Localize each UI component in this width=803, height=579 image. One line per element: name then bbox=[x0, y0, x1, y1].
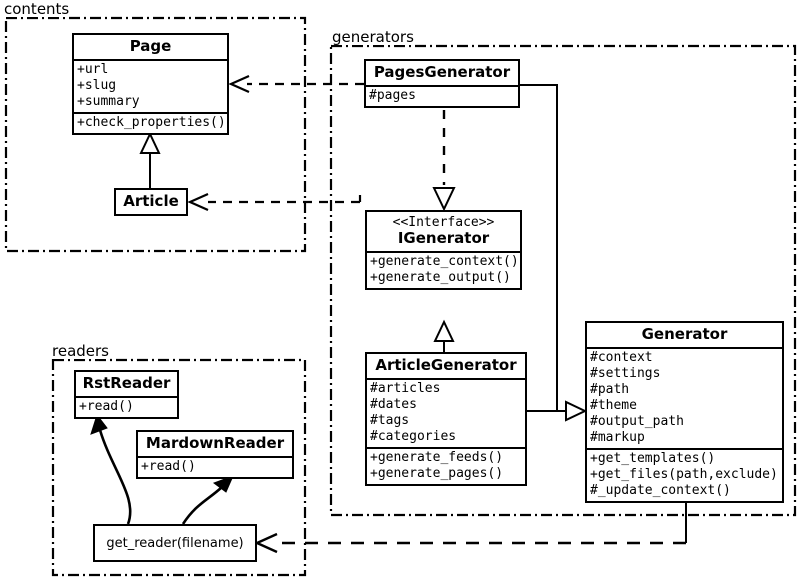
class-methods-rst-reader: +read() bbox=[76, 396, 177, 417]
class-method: +read() bbox=[79, 399, 134, 414]
class-attribute: #settings bbox=[590, 366, 661, 381]
relation-articlegenerator-inherits-generator bbox=[527, 400, 588, 422]
relation-generator-depends-getreader bbox=[254, 500, 687, 554]
package-label-contents: contents bbox=[4, 0, 70, 18]
relation-article-inherits-page bbox=[139, 131, 161, 189]
class-box-mardown-reader[interactable]: MardownReader +read() bbox=[136, 430, 294, 479]
class-attributes-pages-generator: #pages bbox=[366, 85, 518, 106]
class-stereotype-igenerator: <<Interface>> bbox=[392, 215, 495, 230]
class-box-rst-reader[interactable]: RstReader +read() bbox=[74, 370, 179, 419]
class-box-article-generator[interactable]: ArticleGenerator #articles #dates #tags … bbox=[365, 352, 527, 486]
class-attribute: +slug bbox=[77, 78, 117, 93]
class-attribute: #theme bbox=[590, 398, 637, 413]
package-label-readers: readers bbox=[52, 342, 109, 360]
class-attribute: +summary bbox=[77, 94, 140, 109]
class-name-mardown-reader: MardownReader bbox=[145, 434, 285, 452]
class-method: +get_templates() bbox=[590, 451, 716, 466]
class-name-rst-reader: RstReader bbox=[82, 374, 171, 392]
class-name-article-generator: ArticleGenerator bbox=[375, 356, 517, 374]
class-attribute: #categories bbox=[370, 429, 457, 444]
class-method: +read() bbox=[141, 459, 196, 474]
class-attributes-generator: #context #settings #path #theme #output_… bbox=[587, 347, 782, 448]
class-attribute: #tags bbox=[370, 413, 410, 428]
class-method: +generate_pages() bbox=[370, 466, 504, 481]
class-method: +generate_output() bbox=[370, 270, 511, 285]
relation-articlegenerator-inherits-igenerator bbox=[433, 319, 455, 352]
class-name-article: Article bbox=[123, 192, 179, 210]
class-attributes-article-generator: #articles #dates #tags #categories bbox=[367, 378, 525, 447]
class-box-generator[interactable]: Generator #context #settings #path #them… bbox=[585, 321, 784, 503]
relation-getreader-returns-mardownreader bbox=[181, 475, 234, 525]
class-attribute: #pages bbox=[369, 88, 416, 103]
class-name-igenerator: IGenerator bbox=[397, 229, 490, 247]
relation-pagesgenerator-depends-page bbox=[228, 74, 364, 94]
class-methods-article-generator: +generate_feeds() +generate_pages() bbox=[367, 447, 525, 484]
class-name-page: Page bbox=[129, 37, 172, 55]
class-methods-page: +check_properties() bbox=[74, 112, 227, 133]
class-attribute: #context bbox=[590, 350, 653, 365]
class-attribute: #path bbox=[590, 382, 630, 397]
class-method: +generate_feeds() bbox=[370, 450, 504, 465]
class-method: #_update_context() bbox=[590, 483, 731, 498]
class-attribute: #output_path bbox=[590, 414, 684, 429]
class-methods-igenerator: +generate_context() +generate_output() bbox=[367, 251, 520, 288]
package-label-generators: generators bbox=[332, 28, 414, 46]
class-methods-mardown-reader: +read() bbox=[138, 456, 292, 477]
class-box-igenerator[interactable]: <<Interface>> IGenerator +generate_conte… bbox=[365, 210, 522, 290]
class-name-generator: Generator bbox=[641, 325, 728, 343]
class-method: +generate_context() bbox=[370, 254, 519, 269]
class-method: +get_files(path,exclude) bbox=[590, 467, 778, 482]
class-attribute: #markup bbox=[590, 430, 645, 445]
relation-generators-depends-article bbox=[187, 192, 362, 212]
class-attribute: #articles bbox=[370, 381, 441, 396]
function-label-get-reader: get_reader(filename) bbox=[106, 535, 244, 551]
class-methods-generator: +get_templates() +get_files(path,exclude… bbox=[587, 448, 782, 501]
function-box-get-reader[interactable]: get_reader(filename) bbox=[93, 524, 257, 562]
class-attributes-page: +url +slug +summary bbox=[74, 59, 227, 112]
class-attribute: #dates bbox=[370, 397, 417, 412]
relation-pagesgenerator-realizes-igenerator bbox=[432, 110, 456, 212]
class-name-pages-generator: PagesGenerator bbox=[373, 63, 511, 81]
class-box-page[interactable]: Page +url +slug +summary +check_properti… bbox=[72, 33, 229, 135]
class-box-article[interactable]: Article bbox=[114, 188, 188, 216]
class-box-pages-generator[interactable]: PagesGenerator #pages bbox=[364, 59, 520, 108]
relation-getreader-returns-rstreader bbox=[90, 413, 132, 525]
class-attribute: +url bbox=[77, 62, 109, 77]
class-method: +check_properties() bbox=[77, 115, 226, 130]
